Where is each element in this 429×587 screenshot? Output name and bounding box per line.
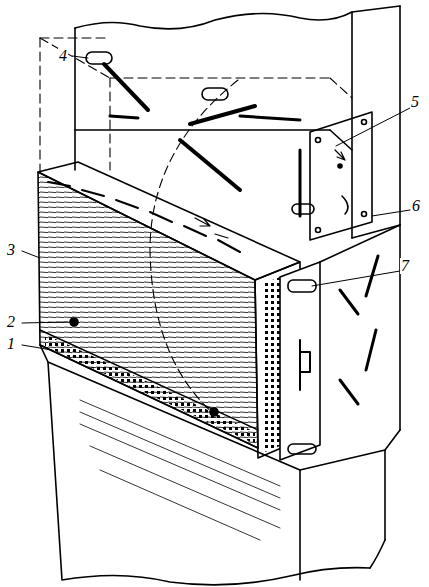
callout-number: 6 (411, 198, 421, 214)
callout-number: 4 (58, 48, 68, 64)
callout-number: 7 (400, 258, 410, 274)
callout-number: 3 (6, 242, 16, 258)
callout-number: 5 (410, 94, 420, 110)
callout-number: 1 (6, 336, 16, 352)
callout-number: 2 (6, 314, 16, 330)
